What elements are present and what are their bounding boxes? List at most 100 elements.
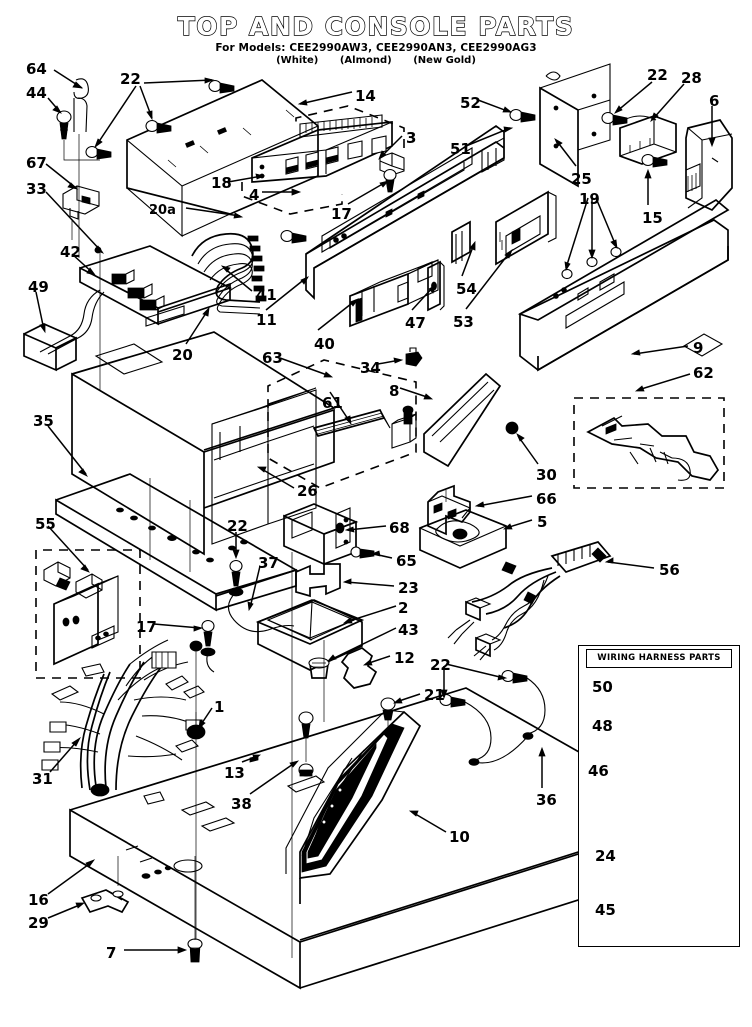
callout-64: 64 bbox=[26, 60, 47, 78]
part-1-13-38 bbox=[186, 640, 326, 793]
color-new-gold: (New Gold) bbox=[413, 55, 476, 66]
callout-17: 17 bbox=[136, 618, 157, 636]
part-65-pin bbox=[350, 546, 375, 559]
part-10-panel bbox=[285, 709, 422, 904]
part-14-screw bbox=[280, 229, 307, 244]
callout-4: 4 bbox=[249, 186, 260, 204]
callout-26: 26 bbox=[297, 482, 318, 500]
callout-22: 22 bbox=[227, 517, 248, 535]
callout-37: 37 bbox=[258, 554, 279, 572]
wiring-harness-parts-box bbox=[578, 645, 740, 947]
callout-24: 24 bbox=[595, 847, 616, 865]
callout-8: 8 bbox=[389, 382, 400, 400]
part-54-part bbox=[451, 220, 471, 264]
callout-34: 34 bbox=[360, 359, 381, 377]
callout-23: 23 bbox=[398, 579, 419, 597]
part-56-harness bbox=[447, 541, 612, 661]
part-12-gasket bbox=[340, 647, 378, 689]
callout-3: 3 bbox=[406, 129, 417, 147]
callout-5: 5 bbox=[537, 513, 548, 531]
part-22-screws-top bbox=[85, 79, 235, 160]
callout-45: 45 bbox=[595, 901, 616, 919]
part-2-lid bbox=[255, 599, 365, 671]
callout-62: 62 bbox=[693, 364, 714, 382]
part-8-end-cap bbox=[423, 372, 502, 468]
callout-53: 53 bbox=[453, 313, 474, 331]
callout-22: 22 bbox=[430, 656, 451, 674]
callout-33: 33 bbox=[26, 180, 47, 198]
part-43-knob bbox=[308, 657, 330, 679]
part-7-screw bbox=[187, 856, 203, 963]
part-68-housing bbox=[283, 503, 359, 566]
part-53-board bbox=[495, 190, 557, 266]
callout-46: 46 bbox=[588, 762, 609, 780]
part-61-rod bbox=[312, 408, 391, 438]
part-25-bracket bbox=[539, 63, 611, 188]
callout-19: 19 bbox=[579, 190, 600, 208]
callout-11: 11 bbox=[256, 311, 277, 329]
callout-17: 17 bbox=[331, 205, 352, 223]
page-title: TOP AND CONSOLE PARTS bbox=[177, 12, 575, 41]
part-37-linkage bbox=[200, 559, 295, 673]
part-5-grommet bbox=[418, 509, 508, 569]
callout-35: 35 bbox=[33, 412, 54, 430]
part-31-main-harness bbox=[41, 639, 205, 805]
part-15-screw bbox=[641, 153, 668, 168]
callout-40: 40 bbox=[314, 335, 335, 353]
callout-55: 55 bbox=[35, 515, 56, 533]
callout-15: 15 bbox=[642, 209, 663, 227]
callout-41: 41 bbox=[256, 286, 277, 304]
callout-51: 51 bbox=[450, 140, 471, 158]
colors-line: (White) (Almond) (New Gold) bbox=[0, 55, 752, 67]
part-30-screw bbox=[505, 421, 519, 435]
callout-49: 49 bbox=[28, 278, 49, 296]
callout-25: 25 bbox=[571, 170, 592, 188]
part-55-detail bbox=[43, 561, 119, 666]
callout-20a: 20a bbox=[149, 203, 176, 218]
callout-36: 36 bbox=[536, 791, 557, 809]
callout-28: 28 bbox=[681, 69, 702, 87]
callout-18: 18 bbox=[211, 174, 232, 192]
callout-50: 50 bbox=[592, 678, 613, 696]
part-52-screw bbox=[509, 108, 536, 123]
part-67-33-switch bbox=[62, 185, 100, 240]
callout-7: 7 bbox=[106, 944, 117, 962]
part-34-fastener bbox=[405, 347, 423, 367]
part-36-linkage bbox=[439, 669, 546, 766]
part-16-29-bracket bbox=[80, 856, 130, 914]
dashed-locator-55 bbox=[35, 549, 141, 679]
callout-22: 22 bbox=[120, 70, 141, 88]
callout-20: 20 bbox=[172, 346, 193, 364]
callout-10: 10 bbox=[449, 828, 470, 846]
callout-29: 29 bbox=[28, 914, 49, 932]
part-64-clip bbox=[73, 78, 89, 258]
part-6-end-cap bbox=[685, 119, 733, 212]
callout-42: 42 bbox=[60, 243, 81, 261]
callout-44: 44 bbox=[26, 84, 47, 102]
models-line: For Models: CEE2990AW3, CEE2990AN3, CEE2… bbox=[215, 42, 537, 54]
callout-66: 66 bbox=[536, 490, 557, 508]
dashed-locator-3 bbox=[241, 105, 405, 215]
part-9-console bbox=[517, 198, 730, 372]
wiring-harness-parts-title: WIRING HARNESS PARTS bbox=[586, 649, 732, 668]
callout-6: 6 bbox=[709, 92, 720, 110]
part-23-bracket bbox=[295, 563, 341, 598]
callout-31: 31 bbox=[32, 770, 53, 788]
title-block: TOP AND CONSOLE PARTS For Models: CEE299… bbox=[0, 12, 752, 67]
part-51-console-channel bbox=[305, 124, 505, 301]
part-44-screw bbox=[56, 110, 100, 161]
callout-47: 47 bbox=[405, 314, 426, 332]
callout-16: 16 bbox=[28, 891, 49, 909]
part-20-41-harness bbox=[191, 232, 267, 315]
part-62-detail bbox=[586, 415, 720, 481]
callout-65: 65 bbox=[396, 552, 417, 570]
part-61-bracket bbox=[391, 405, 417, 449]
callout-2: 2 bbox=[398, 599, 409, 617]
callout-21: 21 bbox=[424, 686, 445, 704]
callout-61: 61 bbox=[322, 394, 343, 412]
callout-43: 43 bbox=[398, 621, 419, 639]
callout-67: 67 bbox=[26, 154, 47, 172]
dashed-locator-62 bbox=[573, 397, 725, 489]
callout-52: 52 bbox=[460, 94, 481, 112]
